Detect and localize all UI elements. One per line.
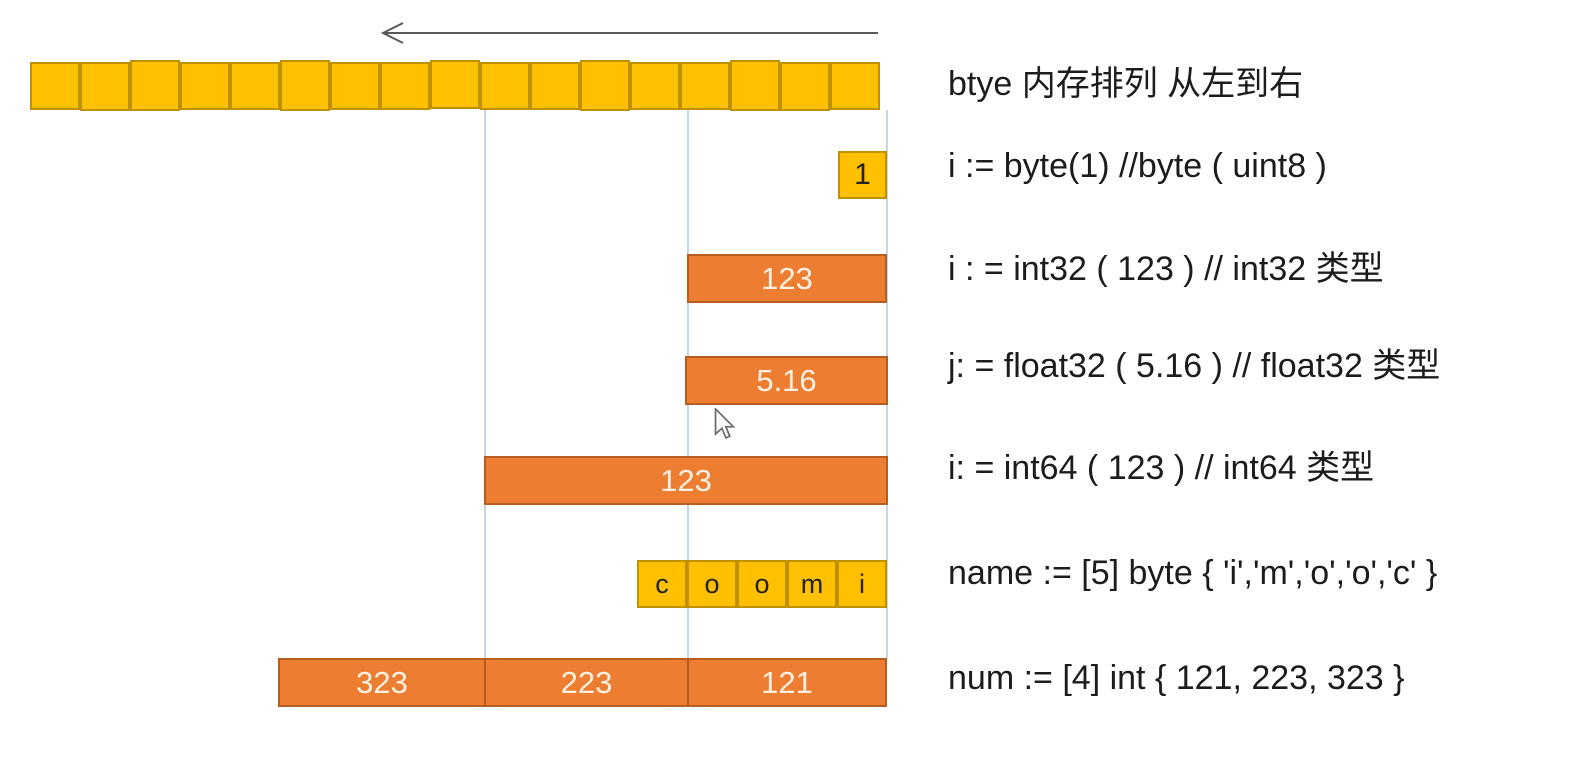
name-byte-cell: m [787,560,837,608]
byte-cell [580,60,630,111]
num-int-segment: 223 [484,660,687,705]
name-byte-cell: o [687,560,737,608]
byte-cell [430,60,480,109]
note-byte-order: btye 内存排列 从左到右 [948,65,1304,103]
byte-cell [730,60,780,111]
byte-cell [630,62,680,110]
num-int-segment: 323 [356,664,408,700]
byte-cell [680,62,730,110]
byte-value-box: 1 [838,151,887,199]
guide-line-left [484,110,486,659]
byte-cell [530,62,580,110]
note-name-array-decl: name := [5] byte { 'i','m','o','o','c' } [948,554,1438,592]
byte-cell [280,60,330,111]
note-num-array-decl: num := [4] int { 121, 223, 323 } [948,659,1405,697]
byte-cell [480,62,530,110]
mouse-cursor-icon [714,408,736,440]
note-byte-decl: i := byte(1) //byte ( uint8 ) [948,147,1327,185]
left-arrow-icon [380,22,878,44]
byte-cell [80,62,130,111]
byte-cell [330,62,380,110]
byte-cell [180,62,230,110]
byte-cell [830,62,880,110]
int32-bar: 123 [687,254,887,303]
note-int32-decl: i : = int32 ( 123 ) // int32 类型 [948,250,1384,288]
note-int64-decl: i: = int64 ( 123 ) // int64 类型 [948,449,1375,487]
byte-cell [780,62,830,111]
name-byte-cell: c [637,560,687,608]
num-int-segment: 121 [687,660,885,705]
byte-cell [130,60,180,111]
name-byte-cell: i [837,560,887,608]
int64-bar: 123 [484,456,888,505]
note-float32-decl: j: = float32 ( 5.16 ) // float32 类型 [948,347,1441,385]
byte-cell [380,62,430,110]
float32-bar: 5.16 [685,356,888,405]
byte-cell [30,62,80,110]
byte-memory-row [30,60,880,111]
name-byte-cell: o [737,560,787,608]
byte-cell [230,62,280,110]
